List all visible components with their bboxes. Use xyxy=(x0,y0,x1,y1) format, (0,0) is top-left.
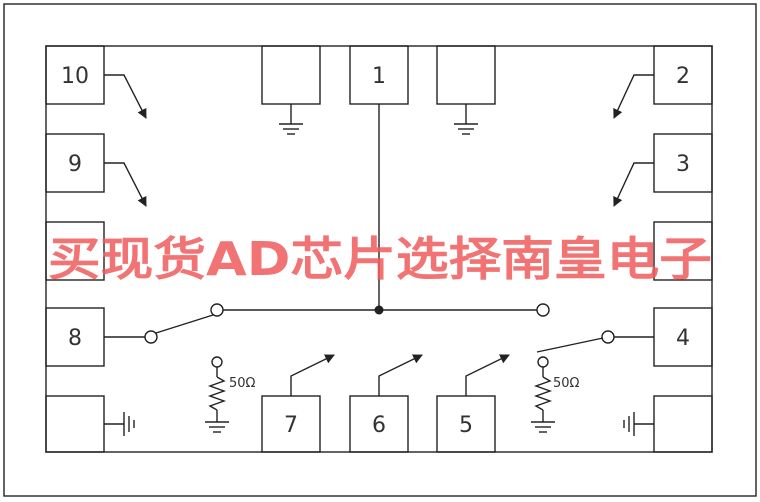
control-arrow-2 xyxy=(613,74,654,119)
pin-label-8: 8 xyxy=(68,326,82,351)
switch-contact-right-bottom xyxy=(601,330,615,344)
pin-label-2: 2 xyxy=(676,64,690,89)
pin-label-6: 6 xyxy=(372,413,386,438)
pad-nc-left xyxy=(45,221,105,281)
pin-label-5: 5 xyxy=(459,413,473,438)
pin-label-7: 7 xyxy=(284,413,298,438)
control-arrow-10 xyxy=(104,74,147,119)
switch-contact-left-top xyxy=(210,303,224,317)
ground-symbol-top-left xyxy=(279,104,303,135)
resistor-label-left: 50Ω xyxy=(229,376,256,391)
resistor-label-right: 50Ω xyxy=(553,376,580,391)
outer-frame xyxy=(3,3,757,497)
control-arrow-6 xyxy=(378,354,423,396)
pin-label-10: 10 xyxy=(61,64,89,89)
control-arrow-5 xyxy=(465,354,510,396)
pad-nc-right xyxy=(653,221,713,281)
termination-resistor-right xyxy=(531,356,555,433)
pad-gnd-top-right xyxy=(436,45,496,105)
pad-gnd-left xyxy=(45,395,105,453)
switch-contact-left-bottom xyxy=(144,330,158,344)
control-arrow-7 xyxy=(290,354,335,396)
switch-contact-right-top xyxy=(536,303,550,317)
termination-resistor-left xyxy=(205,356,229,433)
control-arrow-3 xyxy=(613,162,654,207)
ground-symbol-bottom-right xyxy=(623,412,654,436)
pin-label-9: 9 xyxy=(68,152,82,177)
pin-label-4: 4 xyxy=(676,326,690,351)
control-arrow-9 xyxy=(104,162,147,207)
pin-label-3: 3 xyxy=(676,152,690,177)
pad-gnd-right xyxy=(653,395,713,453)
pin-label-1: 1 xyxy=(372,64,386,89)
watermark-text: 买现货AD芯片选择南皇电子 xyxy=(48,232,712,286)
ground-symbol-top-right xyxy=(454,104,478,135)
pad-gnd-top-left xyxy=(261,45,321,105)
ground-symbol-bottom-left xyxy=(104,412,135,436)
junction-dot xyxy=(374,305,384,315)
